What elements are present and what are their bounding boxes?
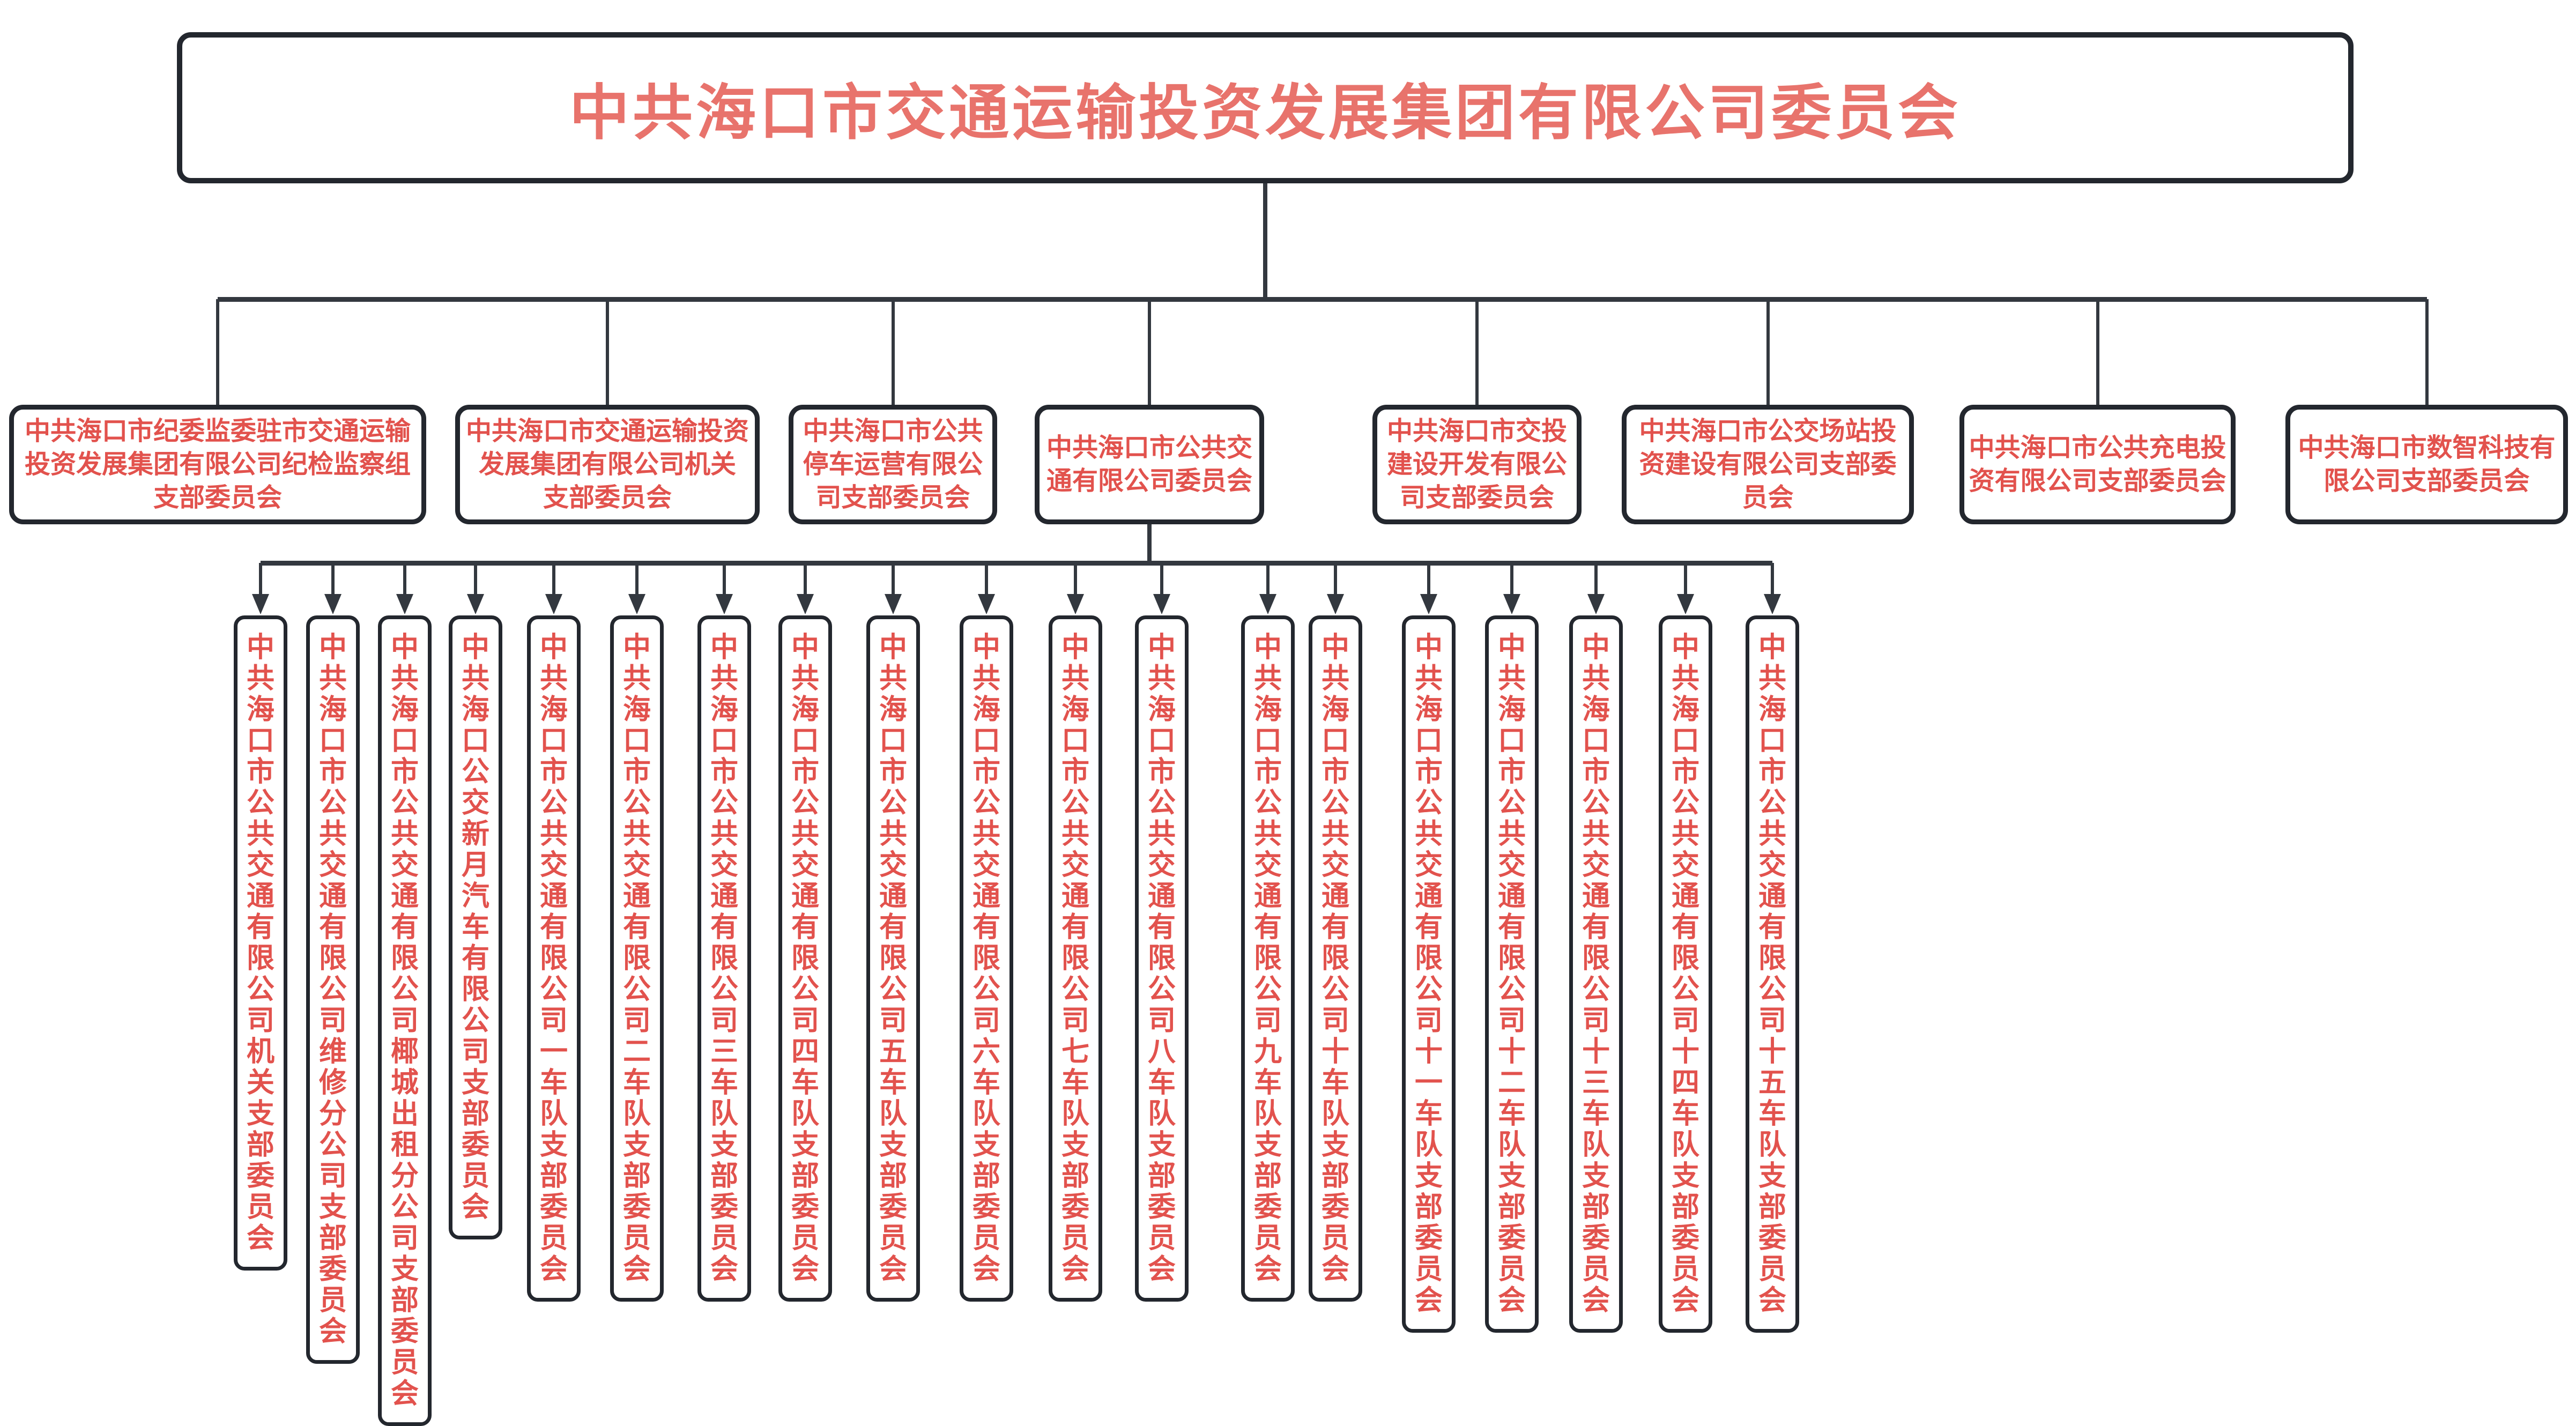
org-node-l3-3-label: 中共海口市公共交通有限公司椰城出租分公司支部委员会 — [390, 632, 419, 1409]
org-node-l3-13-label: 中共海口市公共交通有限公司九车队支部委员会 — [1253, 632, 1282, 1285]
org-node-l3-17-label: 中共海口市公共交通有限公司十三车队支部委员会 — [1582, 632, 1610, 1316]
org-node-l3-15-label: 中共海口市公共交通有限公司十一车队支部委员会 — [1414, 632, 1443, 1316]
org-node-l2-1-label: 中共海口市纪委监委驻市交通运输 投资发展集团有限公司纪检监察组 支部委员会 — [24, 417, 411, 512]
org-node-l3-16: 中共海口市公共交通有限公司十二车队支部委员会 — [1485, 615, 1539, 1333]
org-node-l2-8-label: 中共海口市数智科技有 限公司支部委员会 — [2298, 433, 2556, 495]
org-node-l2-2-label: 中共海口市交通运输投资 发展集团有限公司机关 支部委员会 — [465, 417, 749, 512]
org-node-l3-19-label: 中共海口市公共交通有限公司十五车队支部委员会 — [1758, 632, 1786, 1316]
org-node-l2-6-label: 中共海口市公交场站投 资建设有限公司支部委 员会 — [1639, 417, 1897, 512]
org-chart: 中共海口市交通运输投资发展集团有限公司委员会 中共海口市纪委监委驻市交通运输 投… — [9, 32, 2568, 1426]
org-node-l2-7: 中共海口市公共充电投 资有限公司支部委员会 — [1959, 405, 2236, 524]
org-node-l3-19: 中共海口市公共交通有限公司十五车队支部委员会 — [1746, 615, 1799, 1333]
org-node-l2-2: 中共海口市交通运输投资 发展集团有限公司机关 支部委员会 — [455, 405, 760, 524]
org-node-l3-1: 中共海口市公共交通有限公司机关支部委员会 — [234, 615, 287, 1271]
org-node-l3-11-label: 中共海口市公共交通有限公司七车队支部委员会 — [1061, 632, 1089, 1285]
org-node-l2-5-label: 中共海口市交投 建设开发有限公 司支部委员会 — [1386, 417, 1567, 512]
org-node-l2-8: 中共海口市数智科技有 限公司支部委员会 — [2285, 405, 2568, 524]
org-node-l2-4: 中共海口市公共交 通有限公司委员会 — [1035, 405, 1264, 524]
org-node-l3-9: 中共海口市公共交通有限公司五车队支部委员会 — [866, 615, 920, 1302]
org-node-l3-6-label: 中共海口市公共交通有限公司二车队支部委员会 — [622, 632, 651, 1285]
org-node-l3-11: 中共海口市公共交通有限公司七车队支部委员会 — [1049, 615, 1102, 1302]
org-node-l2-3: 中共海口市公共 停车运营有限公 司支部委员会 — [789, 405, 997, 524]
org-node-l3-7: 中共海口市公共交通有限公司三车队支部委员会 — [697, 615, 751, 1302]
org-node-l3-10: 中共海口市公共交通有限公司六车队支部委员会 — [960, 615, 1013, 1302]
org-node-l2-3-label: 中共海口市公共 停车运营有限公 司支部委员会 — [803, 417, 983, 512]
org-node-root-label: 中共海口市交通运输投资发展集团有限公司委员会 — [569, 79, 1961, 146]
org-node-l3-6: 中共海口市公共交通有限公司二车队支部委员会 — [610, 615, 664, 1302]
org-node-l3-8-label: 中共海口市公共交通有限公司四车队支部委员会 — [791, 632, 819, 1285]
org-node-l3-18: 中共海口市公共交通有限公司十四车队支部委员会 — [1659, 615, 1712, 1333]
org-node-l3-16-label: 中共海口市公共交通有限公司十二车队支部委员会 — [1497, 632, 1526, 1316]
org-node-l2-5: 中共海口市交投 建设开发有限公 司支部委员会 — [1372, 405, 1582, 524]
org-node-l3-12: 中共海口市公共交通有限公司八车队支部委员会 — [1135, 615, 1189, 1302]
org-node-l3-18-label: 中共海口市公共交通有限公司十四车队支部委员会 — [1671, 632, 1699, 1316]
org-node-l3-1-label: 中共海口市公共交通有限公司机关支部委员会 — [246, 632, 274, 1254]
connector-lines — [216, 183, 2429, 614]
org-node-l3-5: 中共海口市公共交通有限公司一车队支部委员会 — [527, 615, 581, 1302]
org-node-l3-14: 中共海口市公共交通有限公司十车队支部委员会 — [1309, 615, 1362, 1302]
org-node-l3-2-label: 中共海口市公共交通有限公司维修分公司支部委员会 — [318, 632, 347, 1347]
org-node-l3-4-label: 中共海口公交新月汽车有限公司支部委员会 — [461, 632, 489, 1223]
org-node-l3-14-label: 中共海口市公共交通有限公司十车队支部委员会 — [1321, 632, 1349, 1285]
org-node-l3-8: 中共海口市公共交通有限公司四车队支部委员会 — [778, 615, 832, 1302]
org-node-l3-10-label: 中共海口市公共交通有限公司六车队支部委员会 — [972, 632, 1000, 1285]
org-node-l3-9-label: 中共海口市公共交通有限公司五车队支部委员会 — [879, 632, 907, 1285]
org-node-l3-5-label: 中共海口市公共交通有限公司一车队支部委员会 — [539, 632, 568, 1285]
org-node-root: 中共海口市交通运输投资发展集团有限公司委员会 — [177, 32, 2354, 183]
org-node-l3-2: 中共海口市公共交通有限公司维修分公司支部委员会 — [306, 615, 360, 1364]
org-node-l3-17: 中共海口市公共交通有限公司十三车队支部委员会 — [1569, 615, 1623, 1333]
org-node-l3-13: 中共海口市公共交通有限公司九车队支部委员会 — [1241, 615, 1295, 1302]
org-node-l3-4: 中共海口公交新月汽车有限公司支部委员会 — [449, 615, 502, 1239]
org-node-l2-6: 中共海口市公交场站投 资建设有限公司支部委 员会 — [1622, 405, 1914, 524]
org-node-l3-3: 中共海口市公共交通有限公司椰城出租分公司支部委员会 — [378, 615, 432, 1426]
org-node-l3-12-label: 中共海口市公共交通有限公司八车队支部委员会 — [1147, 632, 1176, 1285]
org-node-l2-7-label: 中共海口市公共充电投 资有限公司支部委员会 — [1969, 433, 2226, 495]
org-node-l3-7-label: 中共海口市公共交通有限公司三车队支部委员会 — [710, 632, 738, 1285]
org-node-l3-15: 中共海口市公共交通有限公司十一车队支部委员会 — [1402, 615, 1456, 1333]
org-node-l2-4-label: 中共海口市公共交 通有限公司委员会 — [1046, 433, 1252, 495]
org-node-l2-1: 中共海口市纪委监委驻市交通运输 投资发展集团有限公司纪检监察组 支部委员会 — [9, 405, 426, 524]
